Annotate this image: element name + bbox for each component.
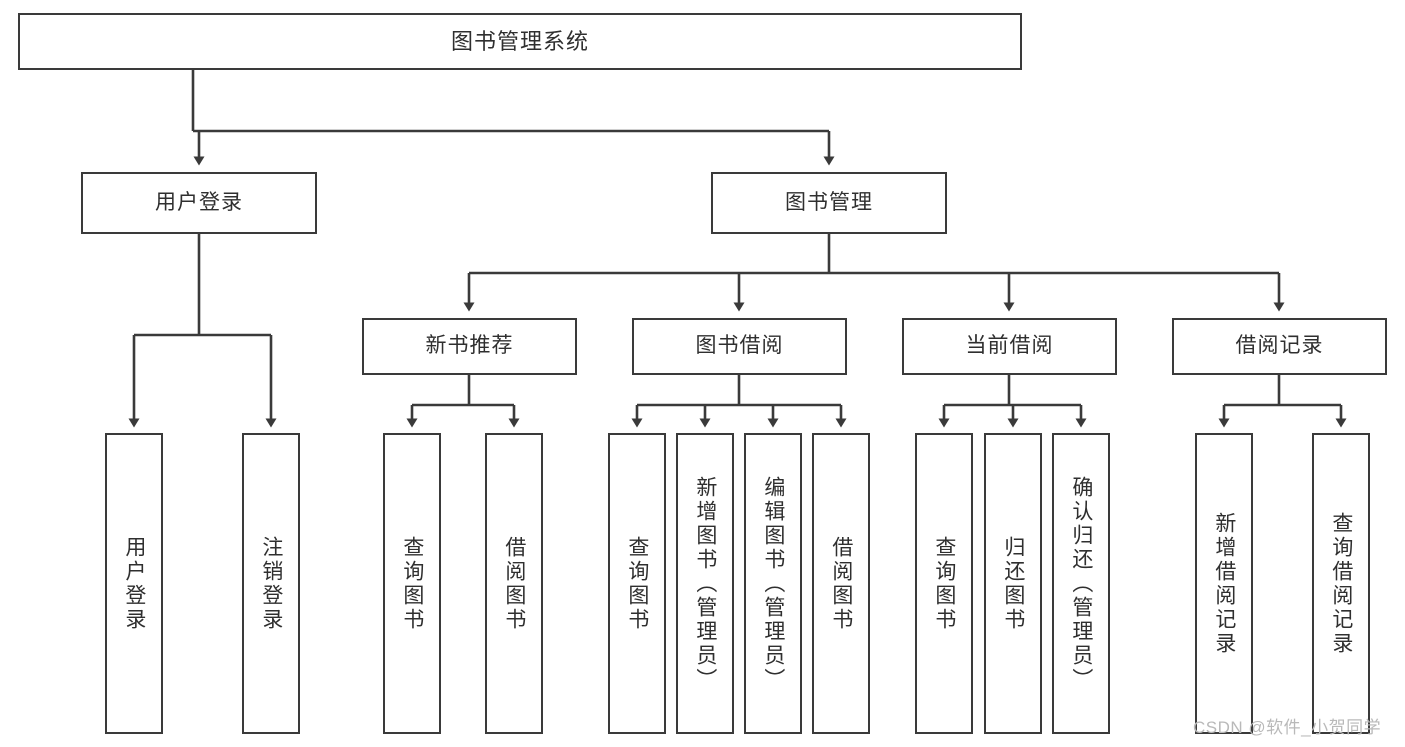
csdn-watermark: CSDN @软件_小贺同学 — [1193, 718, 1382, 737]
leaf-query-book-borrow[interactable]: 查询图书 — [608, 433, 666, 734]
node-root[interactable]: 图书管理系统 — [18, 13, 1022, 70]
leaf-add-book-admin-label: 新增图书（管理员） — [693, 475, 717, 692]
node-book-borrow-label: 图书借阅 — [695, 334, 784, 358]
leaf-borrow-book-label: 借阅图书 — [829, 535, 853, 632]
node-root-label: 图书管理系统 — [450, 28, 589, 54]
leaf-query-book-recommend-label: 查询图书 — [400, 535, 424, 632]
node-book-borrow[interactable]: 图书借阅 — [632, 318, 847, 375]
leaf-query-book-current[interactable]: 查询图书 — [915, 433, 973, 734]
node-new-book-recommend-label: 新书推荐 — [425, 334, 514, 358]
leaf-confirm-return-admin[interactable]: 确认归还（管理员） — [1052, 433, 1110, 734]
node-borrow-records-label: 借阅记录 — [1235, 334, 1324, 358]
leaf-logout[interactable]: 注销登录 — [242, 433, 300, 734]
leaf-add-book-admin[interactable]: 新增图书（管理员） — [676, 433, 734, 734]
leaf-query-borrow-record[interactable]: 查询借阅记录 — [1312, 433, 1370, 734]
node-current-borrow-label: 当前借阅 — [965, 334, 1054, 358]
leaf-edit-book-admin-label: 编辑图书（管理员） — [761, 475, 785, 692]
leaf-add-borrow-record[interactable]: 新增借阅记录 — [1195, 433, 1253, 734]
leaf-edit-book-admin[interactable]: 编辑图书（管理员） — [744, 433, 802, 734]
node-user-login[interactable]: 用户登录 — [81, 172, 317, 234]
node-borrow-records[interactable]: 借阅记录 — [1172, 318, 1387, 375]
leaf-borrow-book[interactable]: 借阅图书 — [812, 433, 870, 734]
leaf-return-book-label: 归还图书 — [1001, 535, 1025, 632]
node-current-borrow[interactable]: 当前借阅 — [902, 318, 1117, 375]
leaf-borrow-book-recommend[interactable]: 借阅图书 — [485, 433, 543, 734]
leaf-logout-label: 注销登录 — [259, 535, 283, 632]
node-user-login-label: 用户登录 — [155, 190, 243, 214]
node-book-management-label: 图书管理 — [785, 190, 873, 214]
node-book-management[interactable]: 图书管理 — [711, 172, 947, 234]
leaf-user-login-label: 用户登录 — [122, 535, 146, 632]
leaf-query-book-borrow-label: 查询图书 — [625, 535, 649, 632]
leaf-confirm-return-admin-label: 确认归还（管理员） — [1069, 475, 1093, 692]
leaf-query-book-recommend[interactable]: 查询图书 — [383, 433, 441, 734]
leaf-query-book-current-label: 查询图书 — [932, 535, 956, 632]
leaf-return-book[interactable]: 归还图书 — [984, 433, 1042, 734]
node-new-book-recommend[interactable]: 新书推荐 — [362, 318, 577, 375]
leaf-add-borrow-record-label: 新增借阅记录 — [1212, 511, 1236, 656]
leaf-user-login[interactable]: 用户登录 — [105, 433, 163, 734]
leaf-borrow-book-recommend-label: 借阅图书 — [502, 535, 526, 632]
leaf-query-borrow-record-label: 查询借阅记录 — [1329, 511, 1353, 656]
